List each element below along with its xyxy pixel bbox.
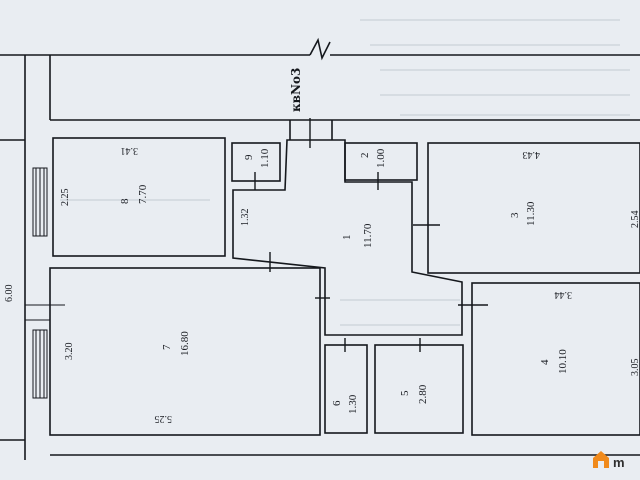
room-8 <box>52 137 226 257</box>
room-area-2: 1.00 <box>375 148 387 168</box>
room-2 <box>344 142 418 181</box>
dim-room-7-depth: 3.20 <box>64 343 75 361</box>
room-number-7: 7 <box>161 344 173 350</box>
room-number-9: 9 <box>243 154 255 160</box>
room-1 <box>232 139 463 336</box>
dim-room-4-depth: 3.05 <box>630 359 640 377</box>
door-marks <box>254 172 488 352</box>
room-number-2: 2 <box>359 153 371 159</box>
outer-walls <box>0 37 640 460</box>
dim-room-4-width: 3.44 <box>555 289 573 300</box>
room-number-3: 3 <box>509 212 521 218</box>
watermark: m <box>593 451 625 470</box>
dim-corridor: 1.32 <box>240 209 251 227</box>
room-number-5: 5 <box>399 390 411 396</box>
room-area-7: 16.80 <box>179 331 191 356</box>
room-3 <box>427 142 640 274</box>
room-area-4: 10.10 <box>557 349 569 374</box>
home-logo-icon <box>593 451 609 468</box>
room-6 <box>324 344 368 434</box>
apartment-label: квNо3 <box>289 68 303 112</box>
dim-room-8-width: 3.41 <box>121 145 139 156</box>
room-number-4: 4 <box>539 359 551 365</box>
room-number-1: 1 <box>341 235 353 241</box>
room-area-6: 1.30 <box>347 394 359 414</box>
room-9 <box>231 142 281 182</box>
room-number-6: 6 <box>331 400 343 406</box>
dim-room-7-width: 5.25 <box>155 413 173 424</box>
left-windows <box>25 167 65 399</box>
room-7 <box>49 267 321 436</box>
room-area-3: 11.30 <box>525 201 537 226</box>
room-area-9: 1.10 <box>259 148 271 168</box>
show-through-lines <box>60 19 630 326</box>
room-area-5: 2.80 <box>417 384 429 404</box>
dim-overall: 6.00 <box>4 285 15 303</box>
dim-room-3-depth: 2.54 <box>630 211 640 229</box>
dim-room-8-depth: 2.25 <box>60 189 71 207</box>
entrance-door <box>289 118 333 148</box>
room-labels: 8 7.70 9 1.10 1 11.70 2 1.00 3 11.30 7 1… <box>119 148 569 414</box>
dim-room-3-width: 4.43 <box>523 149 541 160</box>
room-4 <box>471 282 640 436</box>
room-5 <box>374 344 464 434</box>
room-area-8: 7.70 <box>137 184 149 204</box>
watermark-text: m <box>613 455 625 470</box>
dimension-labels: 3.41 2.25 1.32 4.43 2.54 3.44 3.05 3.20 … <box>4 145 640 424</box>
room-number-8: 8 <box>119 198 131 204</box>
room-area-1: 11.70 <box>362 223 374 248</box>
